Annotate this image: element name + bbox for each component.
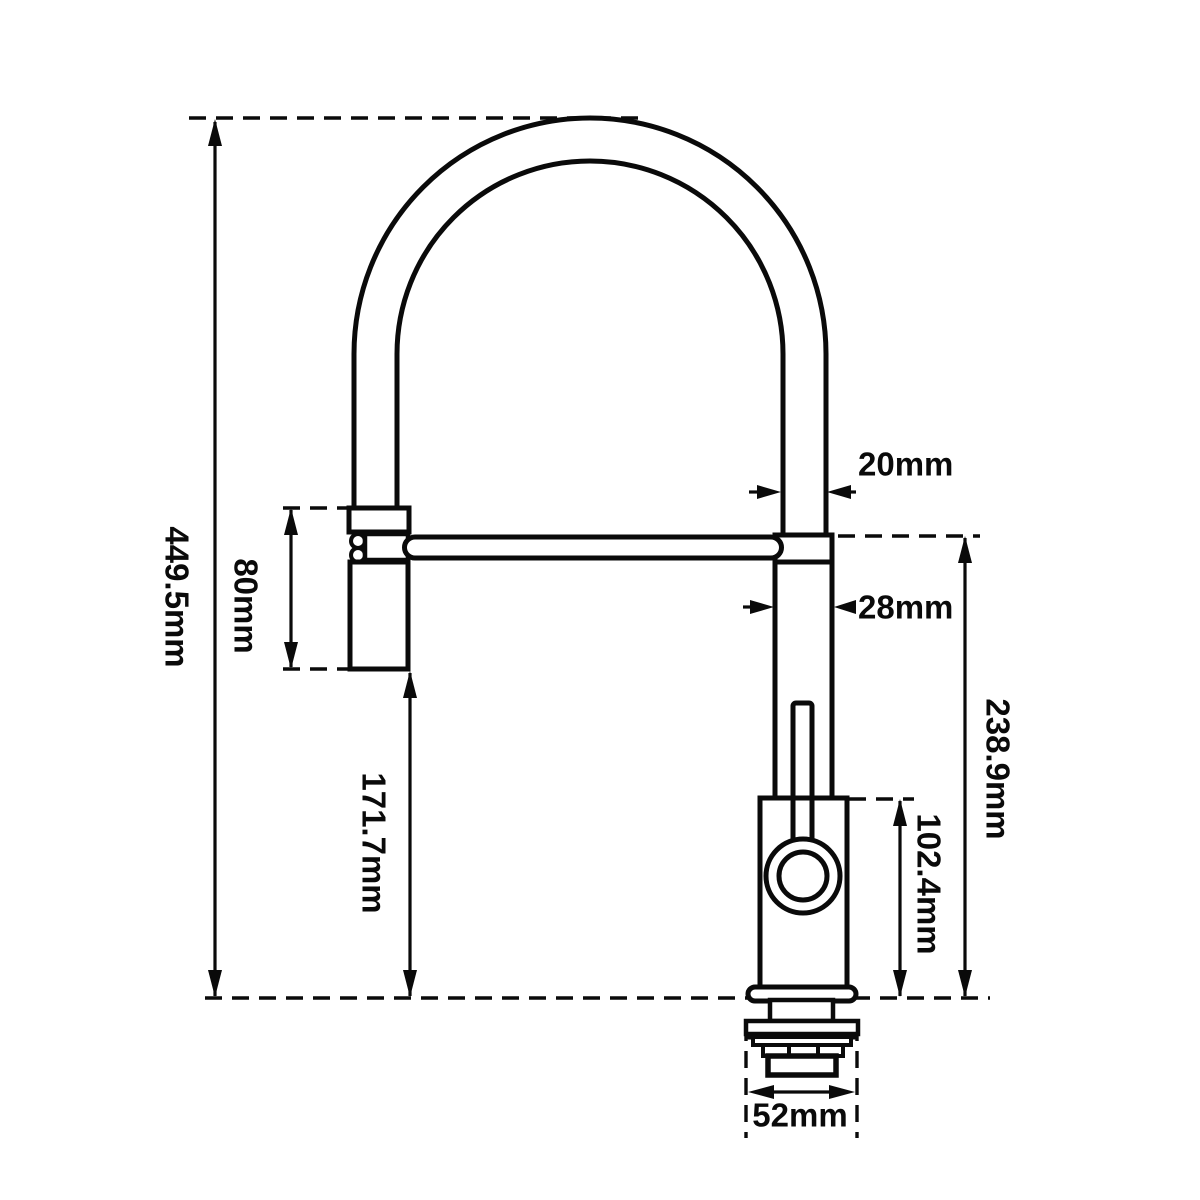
arrowhead-up-icon [893,799,907,826]
dimension-base-width: 52mm [748,1085,855,1134]
arrowhead-left-icon [827,485,851,499]
dimension-label-top-pipe-diameter: 20mm [858,446,953,483]
dimension-label-base-width: 52mm [752,1097,847,1134]
arrowhead-up-icon [284,508,298,535]
dimension-spout-outlet-height: 171.7mm [356,671,417,997]
dimension-overall-height: 449.5mm [159,119,222,997]
dimension-hose-joint-height: 238.9mm [958,536,1017,997]
dimension-top-pipe-diameter: 20mm [749,446,953,499]
arrowhead-up-icon [403,671,417,698]
mounting-nut-body [765,1053,839,1078]
arrowhead-up-icon [958,536,972,563]
arrowhead-up-icon [208,119,222,146]
spray-head [347,559,411,672]
dimension-label-spout-head-height: 80mm [228,558,265,653]
arrowhead-right-icon [757,485,781,499]
dimension-valve-body-height: 102.4mm [893,799,948,997]
faucet-outline [346,115,861,1078]
spout-collar [346,505,412,535]
arrowhead-right-icon [750,600,774,614]
mounting-flange [743,1018,861,1037]
pullout-hose [402,534,784,561]
arrowhead-down-icon [284,642,298,669]
cartridge-circle-inner [776,849,830,903]
dimension-label-body-diameter: 28mm [858,589,953,626]
dimension-label-overall-height: 449.5mm [159,526,196,667]
arrowhead-down-icon [958,970,972,997]
dimension-label-spout-outlet-height: 171.7mm [356,772,393,913]
reference-dashed-lines [189,116,990,1138]
dimension-body-diameter: 28mm [743,589,953,626]
lever-handle [790,700,815,853]
arrowhead-down-icon [403,970,417,997]
dimension-annotations: 449.5mm 80mm 20mm 28mm 171.7mm [159,119,1017,1134]
arrowhead-left-icon [748,1085,774,1099]
arrowhead-down-icon [208,970,222,997]
threaded-shank [767,997,836,1024]
dimension-spout-head-height: 80mm [228,508,298,669]
gooseneck-arch [351,115,829,538]
dimension-label-hose-joint-height: 238.9mm [980,698,1017,839]
arrowhead-right-icon [829,1085,855,1099]
arrowhead-down-icon [893,970,907,997]
spout-connector-block [362,531,411,563]
riser-pipe [772,559,835,801]
dimension-label-valve-body-height: 102.4mm [911,813,948,954]
arrowhead-left-icon [834,600,856,614]
